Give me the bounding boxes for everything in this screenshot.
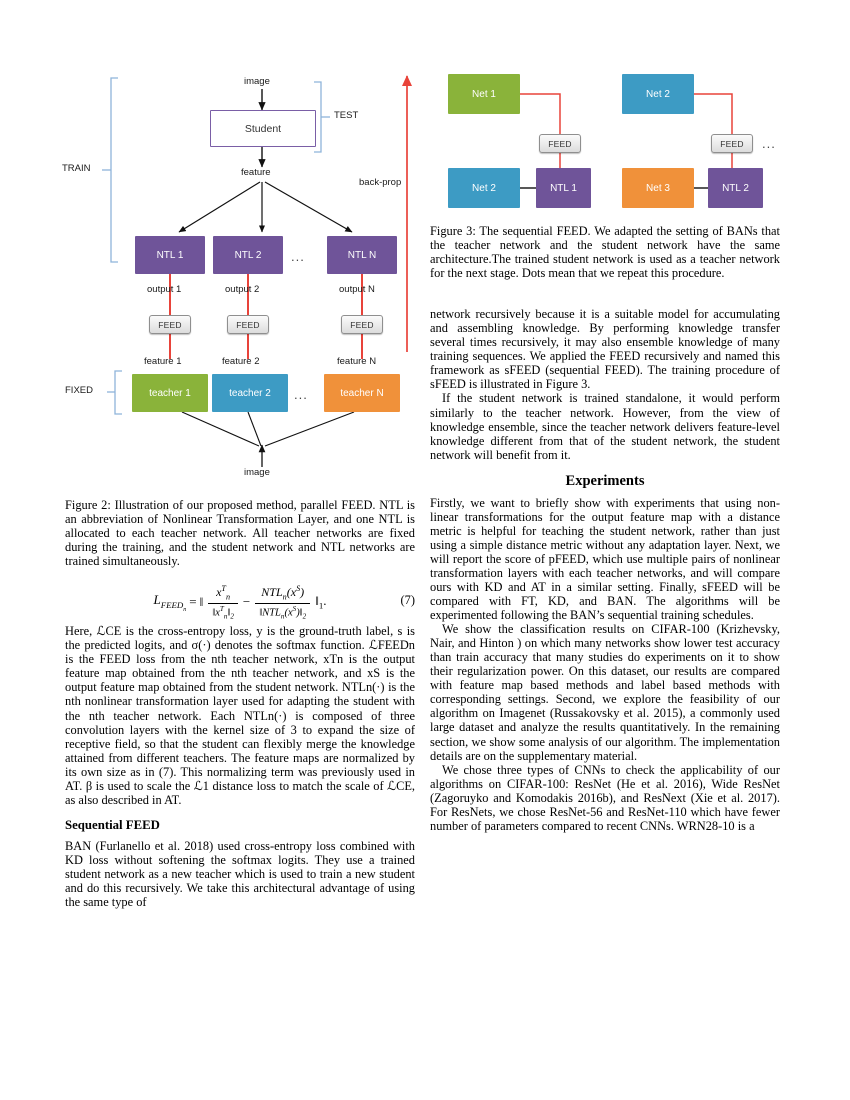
figure3-node-ntl-1: NTL 1: [536, 168, 591, 208]
figure2-label-backprop: back-prop: [359, 177, 402, 188]
equation-7-expression: LFEEDn = ‖ xTn ‖xTn‖2 − NTLn(xS) ‖NTLn(x…: [153, 584, 326, 620]
figure3-node-net1-a: Net 1: [448, 74, 520, 114]
figure2-node-teacher-2: teacher 2: [212, 374, 288, 412]
figure2-label-feature: feature: [241, 167, 271, 178]
figure2-bracket-label-test: TEST: [334, 110, 359, 121]
equation-7: LFEEDn = ‖ xTn ‖xTn‖2 − NTLn(xS) ‖NTLn(x…: [65, 584, 415, 620]
equation-lhs: LFEEDn: [153, 592, 187, 613]
figure-2-diagram: image Student feature TEST TRAIN FIXED b…: [62, 62, 418, 492]
equation-number: (7): [400, 593, 415, 608]
paragraph-experiments-3: We chose three types of CNNs to check th…: [430, 762, 780, 833]
figure3-node-net3: Net 3: [622, 168, 694, 208]
figure2-feed-button-1[interactable]: FEED: [149, 315, 191, 334]
figure2-dots-teacher: ...: [294, 387, 308, 402]
figure2-bracket-label-train: TRAIN: [62, 163, 91, 174]
figure2-node-ntl-n: NTL N: [327, 236, 397, 274]
figure2-label-output-1: output 1: [147, 284, 182, 295]
right-column: Figure 3: The sequential FEED. We adapte…: [430, 224, 780, 833]
paragraph-experiments-2: We show the classification results on CI…: [430, 622, 780, 763]
left-column: Figure 2: Illustration of our proposed m…: [65, 498, 415, 909]
equation-equals: =: [189, 594, 197, 610]
paragraph-experiments-1: Firstly, we want to briefly show with ex…: [430, 495, 780, 623]
paragraph-standalone-student: If the student network is trained standa…: [430, 391, 780, 462]
equation-frac1-numerator: xTn: [216, 584, 231, 602]
equation-frac2-denominator: ‖NTLn(xS)‖2: [255, 602, 311, 620]
figure3-node-net2-a: Net 2: [622, 74, 694, 114]
figure2-feed-button-n[interactable]: FEED: [341, 315, 383, 334]
figure-3-diagram: Net 1 Net 2 FEED FEED ... Net 2 NTL 1 Ne…: [432, 62, 782, 212]
figure2-dots-ntl: ...: [291, 249, 305, 264]
equation-minus: −: [242, 594, 251, 610]
figure2-node-teacher-n: teacher N: [324, 374, 400, 412]
figure2-node-teacher-1: teacher 1: [132, 374, 208, 412]
equation-frac2-numerator: NTLn(xS): [261, 584, 305, 602]
figure3-feed-button-b[interactable]: FEED: [711, 134, 753, 153]
figure2-node-ntl-2: NTL 2: [213, 236, 283, 274]
figure3-node-ntl-2: NTL 2: [708, 168, 763, 208]
figure2-label-image-bottom: image: [244, 467, 270, 478]
figure3-node-net2-b: Net 2: [448, 168, 520, 208]
figure3-dots: ...: [762, 136, 776, 151]
figure2-label-output-2: output 2: [225, 284, 260, 295]
paragraph-network-recursively: network recursively because it is a suit…: [430, 307, 780, 392]
figure2-label-output-n: output N: [339, 284, 375, 295]
paragraph-after-equation: Here, ℒCE is the cross-entropy loss, y i…: [65, 624, 415, 807]
equation-frac1-denominator: ‖xTn‖2: [208, 602, 238, 620]
figure2-node-student: Student: [210, 110, 316, 147]
subsection-title-sequential-feed: Sequential FEED: [65, 817, 160, 832]
section-title-experiments: Experiments: [565, 472, 645, 489]
equation-fraction-2: NTLn(xS) ‖NTLn(xS)‖2: [255, 584, 311, 620]
figure2-label-feature-2: feature 2: [222, 356, 260, 367]
figure3-feed-button-a[interactable]: FEED: [539, 134, 581, 153]
paragraph-sequential-feed: BAN (Furlanello et al. 2018) used cross-…: [65, 838, 415, 910]
equation-fraction-1: xTn ‖xTn‖2: [208, 584, 238, 620]
figure2-node-ntl-1: NTL 1: [135, 236, 205, 274]
figure2-label-feature-n: feature N: [337, 356, 377, 367]
figure2-label-image-top: image: [244, 76, 270, 87]
equation-norm-open: ‖: [199, 594, 204, 610]
figure-2-connectors: [102, 75, 413, 467]
figure-2-caption: Figure 2: Illustration of our proposed m…: [65, 498, 415, 569]
figure2-feed-button-2[interactable]: FEED: [227, 315, 269, 334]
equation-norm-close: ‖1.: [315, 593, 327, 612]
figure2-label-feature-1: feature 1: [144, 356, 182, 367]
figure2-bracket-label-fixed: FIXED: [65, 385, 93, 396]
figure-3-caption: Figure 3: The sequential FEED. We adapte…: [430, 224, 780, 281]
